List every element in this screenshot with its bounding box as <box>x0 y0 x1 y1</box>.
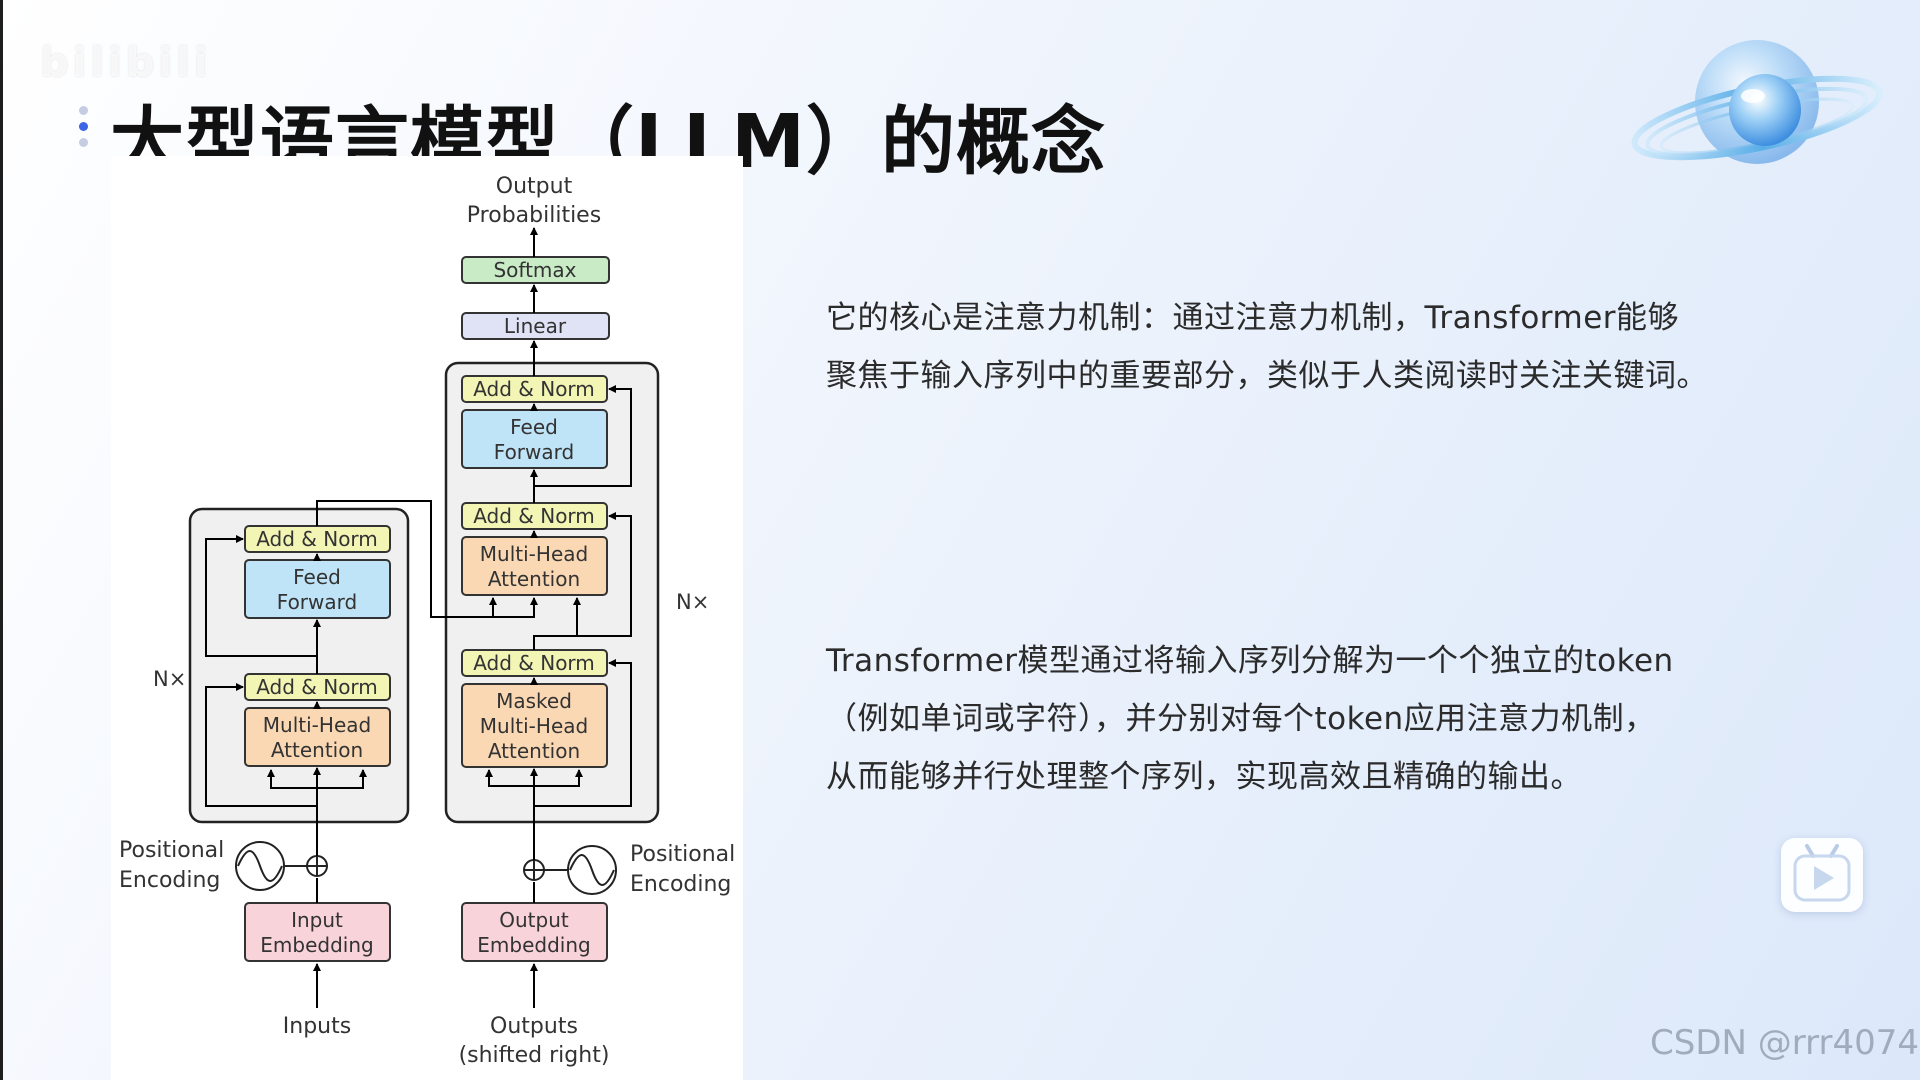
encoder-add-norm-top: Add & Norm <box>244 525 391 553</box>
svg-text:Add & Norm: Add & Norm <box>473 377 595 401</box>
outputs-shifted-label: (shifted right) <box>459 1043 610 1068</box>
paragraph-line: 聚焦于输入序列中的重要部分，类似于人类阅读时关注关键词。 <box>826 358 1708 394</box>
decoder-add-norm-bottom: Add & Norm <box>461 649 608 677</box>
sine-wave-icon <box>235 841 285 891</box>
svg-text:Output: Output <box>499 908 569 932</box>
positional-encoding-label-right: Positional <box>630 842 735 867</box>
output-probabilities-label: Probabilities <box>467 203 601 228</box>
encoder-feed-forward: Feed Forward <box>244 559 391 619</box>
left-edge-bar <box>0 0 3 1080</box>
svg-text:Multi-Head: Multi-Head <box>480 542 588 566</box>
positional-encoding-label-right: Encoding <box>630 872 731 897</box>
svg-text:Attention: Attention <box>488 739 580 763</box>
sine-wave-icon <box>567 845 617 895</box>
transformer-architecture-diagram: Output Probabilities Softmax Linear Add … <box>111 156 743 1080</box>
bilibili-watermark: bilibili <box>40 40 212 86</box>
planet-logo-icon <box>1631 40 1883 164</box>
svg-text:Forward: Forward <box>494 440 574 464</box>
svg-text:Multi-Head: Multi-Head <box>480 714 588 738</box>
bullet-dot-active <box>79 122 88 131</box>
positional-encoding-label-left: Positional <box>119 838 224 863</box>
add-circle-icon <box>523 859 545 881</box>
svg-text:Add & Norm: Add & Norm <box>256 675 378 699</box>
paragraph-line: 从而能够并行处理整个序列，实现高效且精确的输出。 <box>826 759 1582 795</box>
bullet-dot <box>79 106 88 115</box>
paragraph-attention-core: 它的核心是注意力机制：通过注意力机制，Transformer能够 聚焦于输入序列… <box>826 289 1726 405</box>
title-bullet-dots <box>79 106 91 156</box>
svg-text:Add & Norm: Add & Norm <box>473 504 595 528</box>
svg-text:Feed: Feed <box>510 415 558 439</box>
encoder-add-norm-bottom: Add & Norm <box>244 673 391 701</box>
csdn-watermark: CSDN @rrr4074 <box>1650 1023 1920 1063</box>
output-probabilities-label: Output <box>496 174 573 199</box>
paragraph-line: （例如单词或字符），并分别对每个token应用注意力机制， <box>826 701 1656 737</box>
svg-text:Add & Norm: Add & Norm <box>473 651 595 675</box>
decoder-multi-head-attention: Multi-Head Attention <box>461 536 608 596</box>
softmax-block: Softmax <box>461 256 610 284</box>
linear-block: Linear <box>461 312 610 340</box>
encoder-multi-head-attention: Multi-Head Attention <box>244 707 391 767</box>
decoder-add-norm-mid: Add & Norm <box>461 502 608 530</box>
svg-text:Softmax: Softmax <box>493 258 576 282</box>
bullet-dot <box>79 138 88 147</box>
play-button[interactable] <box>1781 838 1863 912</box>
svg-text:Masked: Masked <box>496 689 572 713</box>
paragraph-tokenization: Transformer模型通过将输入序列分解为一个个独立的token （例如单词… <box>826 632 1726 806</box>
connection-lines <box>205 227 632 1008</box>
add-circle-icon <box>306 855 328 877</box>
output-embedding-block: Output Embedding <box>461 902 608 962</box>
svg-text:Add & Norm: Add & Norm <box>256 527 378 551</box>
decoder-nx-label: N× <box>676 590 709 614</box>
play-icon <box>1793 844 1851 902</box>
decoder-feed-forward: Feed Forward <box>461 409 608 469</box>
svg-text:Attention: Attention <box>271 738 363 762</box>
encoder-block-container <box>188 507 410 824</box>
svg-text:Attention: Attention <box>488 567 580 591</box>
decoder-add-norm-top: Add & Norm <box>461 375 608 403</box>
svg-text:Multi-Head: Multi-Head <box>263 713 371 737</box>
positional-encoding-label-left: Encoding <box>119 868 220 893</box>
svg-text:Forward: Forward <box>277 590 357 614</box>
paragraph-line: 它的核心是注意力机制：通过注意力机制，Transformer能够 <box>826 300 1680 336</box>
svg-text:Feed: Feed <box>293 565 341 589</box>
svg-text:Linear: Linear <box>504 314 567 338</box>
inputs-label: Inputs <box>283 1014 351 1039</box>
svg-text:Embedding: Embedding <box>477 933 590 957</box>
input-embedding-block: Input Embedding <box>244 902 391 962</box>
svg-text:Embedding: Embedding <box>260 933 373 957</box>
paragraph-line: Transformer模型通过将输入序列分解为一个个独立的token <box>826 643 1674 679</box>
svg-text:Input: Input <box>291 908 343 932</box>
encoder-nx-label: N× <box>153 667 186 691</box>
outputs-label: Outputs <box>490 1014 578 1039</box>
decoder-masked-multi-head-attention: Masked Multi-Head Attention <box>461 683 608 768</box>
